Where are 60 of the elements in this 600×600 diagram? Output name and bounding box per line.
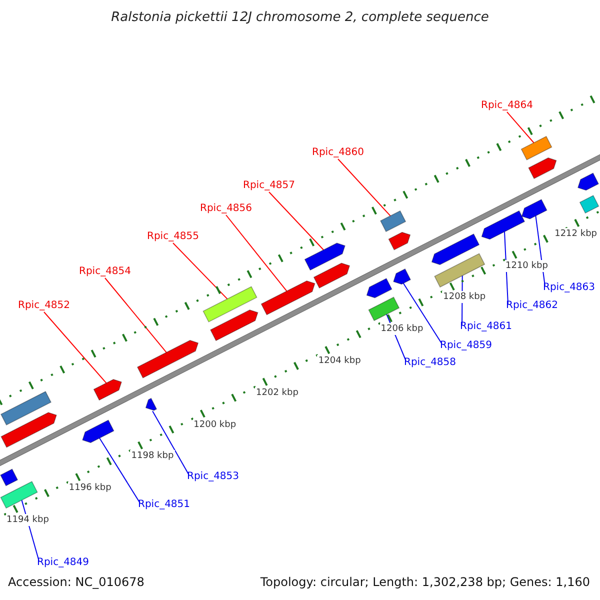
gene-feature [94,376,124,400]
gene-feature [261,278,318,315]
gene-label: Rpic_4862 [506,300,558,312]
gene-feature [364,278,392,301]
gene-feature [519,200,547,222]
leader-line [172,242,228,300]
leader-line [99,438,140,504]
gene-label: Rpic_4857 [243,180,296,192]
scale-label: 1202 kbp [255,386,300,399]
leader-line [44,312,107,384]
gene-feature [575,173,598,193]
scale-label: 1204 kbp [317,355,362,368]
leader-line [226,214,288,292]
gene-label: Rpic_4855 [147,231,200,243]
gene-feature [390,268,410,287]
leader-line [104,278,167,353]
gene-label: Rpic_4864 [481,100,534,112]
gene-feature [429,234,480,268]
scale-label: 1212 kbp [554,228,598,240]
gene-label: Rpic_4859 [440,340,492,352]
gene-label: Rpic_4854 [79,266,132,278]
scale-label: 1210 kbp [504,260,549,272]
genome-info-text: Topology: circular; Length: 1,302,238 bp; Genes: 1,160 [260,575,590,589]
gene-feature [80,420,114,446]
gene-feature [388,230,413,250]
gene-label: Rpic_4858 [404,357,456,369]
gene-label: Rpic_4853 [187,471,240,483]
title: Ralstonia pickettii 12J chromosome 2, complete sequence [110,10,490,26]
gene-feature [0,469,18,486]
gene-label: Rpic_4849 [37,557,90,569]
leader-line [402,282,442,344]
accession-text: Accession: NC_010678 [8,575,144,589]
scale-label: 1206 kbp [380,323,424,336]
gene-feature [528,155,560,179]
scale-label: 1196 kbp [68,482,112,494]
leader-line [506,112,534,144]
gene-feature [1,410,60,448]
leader-line [268,192,324,250]
leader-line [152,410,190,476]
gene-feature [314,260,352,288]
gene-feature [210,307,261,341]
gene-feature [434,254,485,288]
gene-feature [137,338,201,378]
gene-feature [521,136,552,160]
scale-label: 1208 kbp [442,291,487,304]
gene-label: Rpic_4856 [200,203,252,215]
gene-feature [580,196,599,214]
gene-feature [304,240,348,270]
scale-label: 1200 kbp [192,418,238,431]
gene-label: Rpic_4860 [312,147,364,159]
scale-label: 1198 kbp [130,450,175,462]
gene-feature [0,392,51,425]
gene-label: Rpic_4861 [460,321,512,333]
gene-feature [479,210,525,242]
leader-line [338,158,391,216]
gene-feature [143,398,157,414]
gene-label: Rpic_4851 [138,499,190,511]
gene-label: Rpic_4852 [18,300,70,312]
scale-label: 1194 kbp [6,514,50,526]
gene-label: Rpic_4863 [543,282,596,294]
